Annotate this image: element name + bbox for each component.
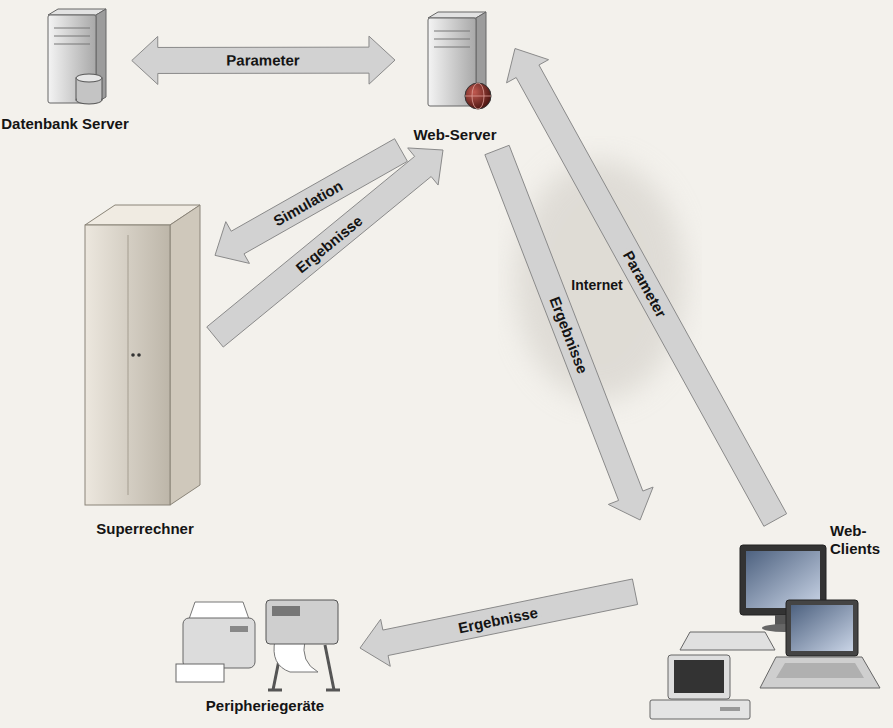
laptop-icon (760, 657, 880, 688)
supercomputer-icon (128, 235, 129, 495)
device-label: Web- Clients (830, 522, 890, 558)
arrow-label: Parameter (618, 245, 671, 323)
web-server-icon (434, 39, 470, 40)
data-flow-arrow (132, 36, 395, 84)
supercomputer-icon (131, 353, 135, 357)
device-node: Web-Server (395, 5, 515, 150)
device-label: Superrechner (75, 520, 215, 538)
laptop-icon (791, 605, 853, 651)
laptop-icon (776, 663, 864, 678)
web-server-icon (428, 12, 491, 109)
supercomputer-icon (170, 205, 200, 505)
printer-icon (176, 602, 255, 682)
desktop-pc-icon (680, 632, 775, 650)
desktop-pc-icon (720, 707, 740, 711)
web-server-icon (434, 47, 470, 48)
desktop-pc-icon (674, 660, 724, 693)
supercomputer-icon (85, 225, 170, 505)
arrow-label: Ergebnisse (453, 603, 542, 637)
device-label: Peripheriegeräte (170, 697, 360, 715)
plotter-icon (268, 689, 282, 692)
supercomputer-icon (137, 353, 141, 357)
web-server-icon (434, 31, 470, 32)
data-flow-arrow (360, 579, 638, 666)
plotter-icon (274, 640, 318, 672)
plotter-icon (266, 600, 338, 644)
laptop-icon (786, 600, 858, 656)
arrow-label: Ergebnisse (545, 291, 592, 378)
arrow-label: Parameter (224, 52, 303, 69)
web-server-icon (465, 83, 491, 109)
desktop-pc-icon (650, 700, 750, 719)
printer-icon (176, 664, 224, 682)
database-server-icon (48, 9, 106, 104)
web-server-icon (465, 96, 491, 97)
plotter-icon (326, 689, 340, 692)
database-server-icon (54, 28, 90, 29)
device-node: Datenbank Server (0, 5, 132, 155)
laptop-icon (760, 600, 880, 688)
plotter-icon (325, 645, 334, 690)
database-server-icon (54, 44, 90, 45)
device-label: Web-Server (395, 126, 515, 144)
network-label: Internet (571, 277, 622, 294)
supercomputer-icon (85, 205, 200, 505)
database-server-icon (76, 74, 102, 82)
device-label: Datenbank Server (0, 115, 132, 133)
plotter-icon (272, 606, 300, 616)
monitor-icon (746, 551, 820, 608)
data-flow-arrow (207, 148, 443, 347)
desktop-pc-icon (650, 632, 775, 719)
printer-icon (183, 618, 255, 668)
printer-icon (230, 626, 248, 632)
database-server-icon (54, 36, 90, 37)
desktop-pc-icon (668, 655, 730, 699)
arrow-label: Simulation (268, 175, 348, 231)
data-flow-arrow (485, 145, 653, 520)
device-node: Peripheriegeräte (170, 585, 360, 725)
device-node: Superrechner (75, 195, 215, 550)
arrow-label: Ergebnisse (290, 209, 368, 277)
data-flow-arrow (507, 49, 787, 527)
plotter-icon (266, 600, 340, 690)
device-node: Web- Clients (635, 520, 890, 725)
